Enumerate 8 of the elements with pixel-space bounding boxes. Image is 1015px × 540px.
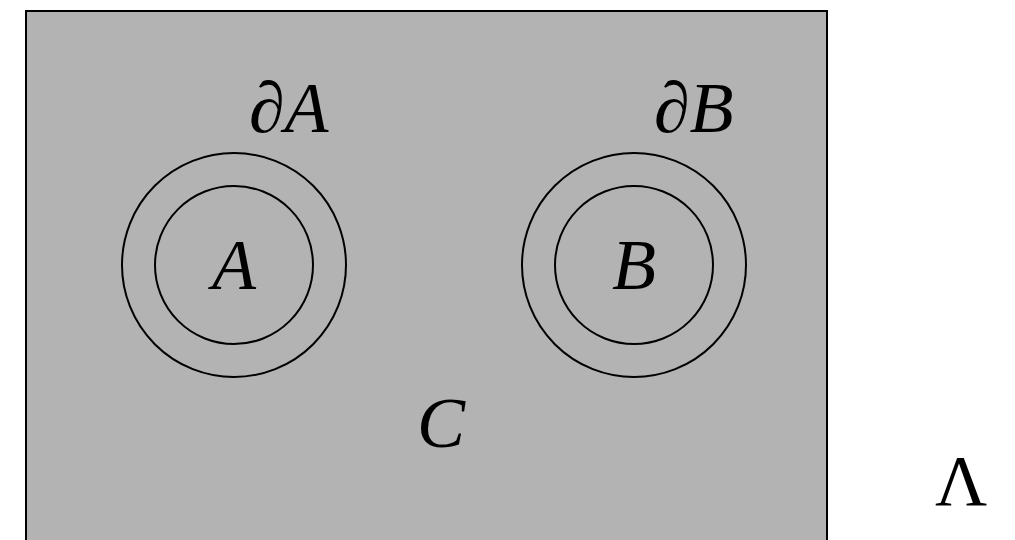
region-label: C bbox=[417, 387, 466, 459]
boundary-label: ∂A bbox=[249, 72, 329, 144]
inner-circle bbox=[154, 185, 314, 345]
boundary-label: ∂B bbox=[654, 72, 734, 144]
space-label: Λ bbox=[935, 445, 988, 517]
region-label: B bbox=[612, 229, 656, 301]
region-rectangle bbox=[25, 10, 828, 540]
inner-circle bbox=[554, 185, 714, 345]
